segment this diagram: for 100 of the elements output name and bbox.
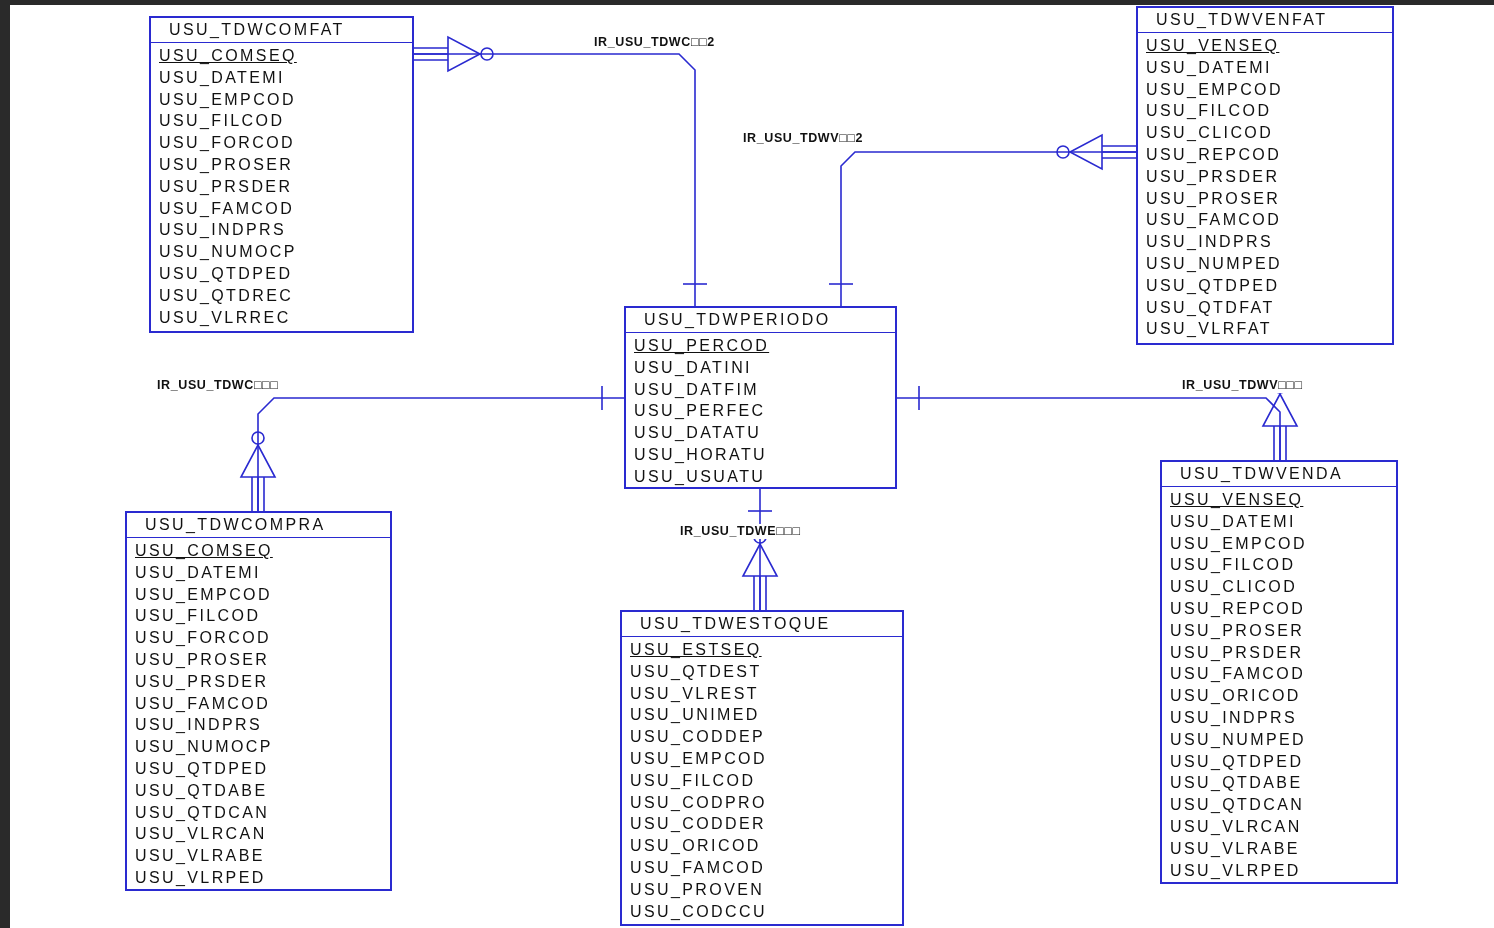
column-name: USU_DATFIM: [633, 379, 760, 400]
column-name: USU_FORCOD: [134, 628, 271, 649]
edge-label: IR_USU_TDWC□□2: [592, 35, 717, 50]
column-name: USU_QTDPED: [158, 263, 293, 284]
entity-table: [620, 610, 904, 926]
primary-key-column: USU_PERCOD: [626, 335, 770, 357]
column-name: USU_DATEMI: [134, 562, 261, 583]
column-name: USU_CLICOD: [1145, 123, 1274, 144]
column-name: USU_USUATU: [633, 466, 766, 487]
column-name: USU_QTDPED: [1145, 275, 1280, 296]
column-name: USU_DATINI: [633, 357, 752, 378]
column-name: USU_INDPRS: [1169, 707, 1298, 728]
column-name: USU_VLRPED: [1169, 860, 1301, 881]
column-name: USU_PRSDER: [1169, 642, 1304, 663]
column-name: USU_EMPCOD: [1169, 533, 1307, 554]
column-name: USU_VLRCAN: [1169, 816, 1302, 837]
table-name: USU_TDWCOMPRA: [127, 513, 390, 538]
column-name: USU_CODPRO: [629, 792, 767, 813]
entity-table: [624, 306, 897, 489]
column-name: USU_VLREST: [629, 683, 759, 704]
column-name: USU_FILCOD: [629, 770, 756, 791]
column-name: USU_FILCOD: [1145, 101, 1272, 122]
table-name: USU_TDWPERIODO: [626, 308, 895, 333]
column-name: USU_PRSDER: [158, 176, 293, 197]
column-name: USU_VLRPED: [134, 867, 266, 888]
edge-label: IR_USU_TDWE□□□: [678, 524, 803, 539]
column-name: USU_DATEMI: [1145, 57, 1272, 78]
column-name: USU_PROSER: [1145, 188, 1281, 209]
column-name: USU_NUMOCP: [158, 242, 297, 263]
column-name: USU_ORICOD: [1169, 686, 1301, 707]
column-name: USU_ORICOD: [629, 836, 761, 857]
primary-key-column: USU_COMSEQ: [127, 540, 273, 562]
relationship-line: [413, 36, 708, 307]
column-name: USU_CODDER: [629, 814, 766, 835]
column-name: USU_PERFEC: [633, 401, 766, 422]
table-name: USU_TDWCOMFAT: [151, 18, 412, 43]
column-name: USU_PROVEN: [629, 879, 765, 900]
column-name: USU_FILCOD: [1169, 555, 1296, 576]
column-name: USU_HORATU: [633, 445, 768, 465]
column-name: USU_EMPCOD: [629, 749, 767, 769]
column-name: USU_REPCOD: [1169, 599, 1306, 619]
edge-label: IR_USU_TDWC□□□: [155, 378, 281, 393]
column-name: USU_QTDEST: [629, 661, 762, 682]
entity-table: [1136, 6, 1394, 345]
table-name: USU_TDWESTOQUE: [622, 612, 902, 637]
column-name: USU_FAMCOD: [134, 693, 271, 714]
table-name: USU_TDWVENFAT: [1138, 8, 1392, 33]
column-name: USU_CODDEP: [629, 727, 766, 748]
column-name: USU_REPCOD: [1145, 145, 1282, 165]
column-name: USU_CLICOD: [1169, 577, 1298, 598]
column-name: USU_INDPRS: [134, 715, 263, 736]
column-name: USU_VLRABE: [134, 846, 265, 867]
column-name: USU_VLRREC: [158, 307, 291, 328]
column-name: USU_FAMCOD: [158, 198, 295, 219]
column-name: USU_PROSER: [1169, 620, 1305, 641]
column-name: USU_VLRFAT: [1145, 319, 1272, 340]
column-name: USU_VLRABE: [1169, 838, 1300, 859]
column-name: USU_NUMPED: [1169, 729, 1306, 750]
relationship-line: [828, 134, 1137, 307]
column-name: USU_INDPRS: [158, 220, 287, 241]
column-name: USU_FAMCOD: [629, 857, 766, 878]
column-name: USU_CODCCU: [629, 901, 767, 922]
column-name: USU_QTDABE: [134, 780, 268, 801]
column-name: USU_EMPCOD: [158, 89, 296, 110]
column-name: USU_FILCOD: [158, 111, 285, 132]
primary-key-column: USU_ESTSEQ: [622, 639, 762, 661]
column-name: USU_VLRCAN: [134, 824, 267, 845]
primary-key-column: USU_COMSEQ: [151, 45, 297, 67]
column-name: USU_DATEMI: [1169, 511, 1296, 532]
column-name: USU_NUMPED: [1145, 253, 1282, 274]
column-name: USU_EMPCOD: [134, 584, 272, 605]
column-name: USU_QTDCAN: [1169, 795, 1305, 816]
primary-key-column: USU_VENSEQ: [1138, 35, 1280, 57]
column-name: USU_PRSDER: [1145, 166, 1280, 187]
column-name: USU_FILCOD: [134, 606, 261, 627]
entity-table: [149, 16, 414, 333]
entity-table: [125, 511, 392, 891]
column-name: USU_QTDPED: [1169, 751, 1304, 772]
column-name: USU_FAMCOD: [1169, 664, 1306, 685]
column-name: USU_PROSER: [134, 650, 270, 670]
table-name: USU_TDWVENDA: [1162, 462, 1396, 487]
column-name: USU_QTDPED: [134, 758, 269, 779]
column-name: USU_QTDFAT: [1145, 297, 1275, 318]
edge-label: IR_USU_TDWV□□□: [1180, 378, 1305, 393]
column-name: USU_INDPRS: [1145, 232, 1274, 253]
column-name: USU_QTDREC: [158, 285, 294, 306]
column-name: USU_PRSDER: [134, 671, 269, 692]
primary-key-column: USU_VENSEQ: [1162, 489, 1304, 511]
column-name: USU_DATATU: [633, 423, 762, 444]
column-name: USU_EMPCOD: [1145, 79, 1283, 100]
column-name: USU_UNIMED: [629, 705, 760, 726]
entity-table: [1160, 460, 1398, 884]
column-name: USU_PROSER: [158, 155, 294, 175]
relationship-line: [240, 385, 625, 512]
column-name: USU_NUMOCP: [134, 737, 273, 758]
column-name: USU_FORCOD: [158, 133, 295, 154]
relationship-line: [742, 488, 778, 611]
column-name: USU_DATEMI: [158, 67, 285, 88]
column-name: USU_QTDCAN: [134, 802, 270, 823]
column-name: USU_FAMCOD: [1145, 210, 1282, 231]
